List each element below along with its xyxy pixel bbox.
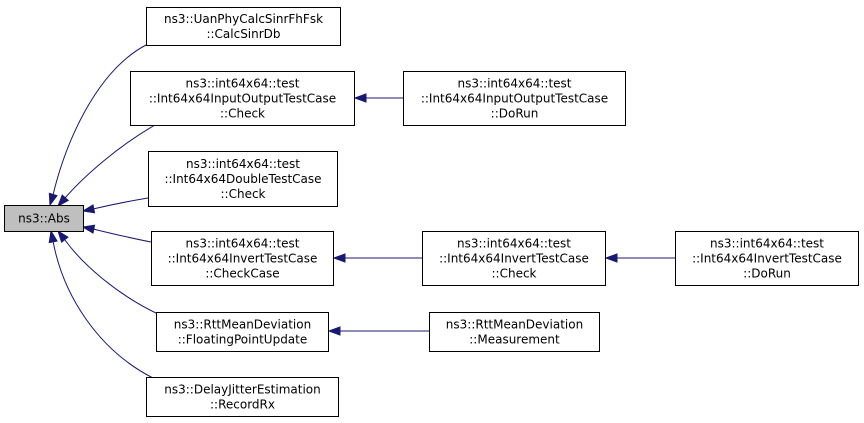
edge-line — [64, 124, 156, 199]
node-label-line: ::DoRun — [743, 267, 791, 281]
edge-line — [52, 240, 154, 379]
node-label-line: ::Int64x64InvertTestCase — [168, 252, 318, 266]
node-label-line: ns3::int64x64::test — [457, 237, 571, 251]
edge-invert_checkcase-to-abs — [81, 224, 152, 243]
arrow-head-icon — [81, 204, 96, 214]
arrow-head-icon — [81, 224, 96, 234]
edge-invert_check-to-invert_checkcase — [332, 253, 422, 263]
node-label-line: ns3::DelayJitterEstimation — [164, 383, 321, 397]
node-box — [146, 377, 339, 417]
edge-rtt_floating-to-abs — [57, 229, 159, 315]
node-label-line: ns3::int64x64::test — [186, 77, 300, 91]
node-label-line: ::CheckCase — [205, 267, 279, 281]
nodes-layer: ns3::Abs ns3::UanPhyCalcSinrFhFsk::CalcSi… — [4, 7, 859, 417]
node-box — [156, 312, 329, 352]
node-box — [429, 312, 600, 352]
arrow-head-icon — [332, 253, 346, 263]
node-label-line: ns3::Abs — [18, 212, 70, 226]
node-label-line: ::Int64x64InputOutputTestCase — [421, 92, 608, 106]
node-io-check[interactable]: ns3::int64x64::test::Int64x64InputOutput… — [130, 71, 355, 126]
edge-line — [52, 44, 147, 196]
node-label-line: ::CalcSinrDb — [206, 27, 280, 41]
node-label-line: ::DoRun — [491, 107, 539, 121]
edge-line — [92, 197, 149, 210]
node-label-line: ns3::RttMeanDeviation — [446, 318, 583, 332]
edges-layer — [48, 44, 675, 379]
node-io-dorun[interactable]: ns3::int64x64::test::Int64x64InputOutput… — [403, 71, 626, 126]
node-abs[interactable]: ns3::Abs — [4, 205, 84, 232]
node-label-line: ::Int64x64InvertTestCase — [439, 252, 589, 266]
node-invert-checkcase[interactable]: ns3::int64x64::test::Int64x64InvertTestC… — [151, 231, 334, 286]
node-uan-calc-sinr-db[interactable]: ns3::UanPhyCalcSinrFhFsk::CalcSinrDb — [146, 7, 341, 46]
node-box — [403, 71, 626, 126]
arrow-head-icon — [604, 253, 618, 263]
edge-invert_dorun-to-invert_check — [604, 253, 675, 263]
edge-line — [92, 228, 152, 243]
node-invert-dorun[interactable]: ns3::int64x64::test::Int64x64InvertTestC… — [675, 231, 859, 286]
node-box — [130, 71, 355, 126]
node-label-line: ::Check — [221, 187, 266, 201]
node-label-line: ::Check — [220, 107, 265, 121]
node-label-line: ::Int64x64InputOutputTestCase — [149, 92, 336, 106]
node-box — [675, 231, 859, 286]
node-rtt-floating[interactable]: ns3::RttMeanDeviation::FloatingPointUpda… — [156, 312, 329, 352]
node-label-line: ::Check — [492, 267, 537, 281]
node-label-line: ns3::int64x64::test — [186, 157, 300, 171]
arrow-head-icon — [57, 194, 70, 208]
node-box — [148, 151, 338, 207]
node-label-line: ns3::int64x64::test — [458, 77, 572, 91]
arrow-head-icon — [57, 229, 69, 243]
node-label-line: ns3::RttMeanDeviation — [174, 318, 311, 332]
edge-double_check-to-abs — [81, 197, 149, 214]
arrow-head-icon — [327, 326, 341, 336]
node-label-line: ::Int64x64DoubleTestCase — [164, 172, 321, 186]
node-label-line: ::Measurement — [469, 333, 560, 347]
arrow-head-icon — [353, 93, 367, 103]
node-double-check[interactable]: ns3::int64x64::test::Int64x64DoubleTestC… — [148, 151, 338, 207]
node-label-line: ns3::int64x64::test — [186, 237, 300, 251]
edge-io_check-to-abs — [57, 124, 156, 208]
node-box — [4, 205, 84, 232]
edge-io_dorun-to-io_check — [353, 93, 403, 103]
arrow-head-icon — [48, 229, 58, 244]
node-box — [151, 231, 334, 286]
edge-delay_recordrx-to-abs — [48, 229, 154, 379]
edge-uan_calc_sinr_db-to-abs — [48, 44, 147, 207]
node-box — [422, 231, 606, 286]
node-invert-check[interactable]: ns3::int64x64::test::Int64x64InvertTestC… — [422, 231, 606, 286]
node-delay-recordrx[interactable]: ns3::DelayJitterEstimation::RecordRx — [146, 377, 339, 417]
node-label-line: ::RecordRx — [210, 398, 275, 412]
edge-line — [64, 239, 159, 315]
node-label-line: ns3::UanPhyCalcSinrFhFsk — [164, 12, 323, 26]
node-label-line: ::FloatingPointUpdate — [178, 333, 308, 347]
node-label-line: ::Int64x64InvertTestCase — [692, 252, 842, 266]
node-label-line: ns3::int64x64::test — [710, 237, 824, 251]
arrow-head-icon — [48, 192, 58, 207]
node-box — [146, 7, 341, 46]
node-rtt-measurement[interactable]: ns3::RttMeanDeviation::Measurement — [429, 312, 600, 352]
edge-rtt_measurement-to-rtt_floating — [327, 326, 429, 336]
